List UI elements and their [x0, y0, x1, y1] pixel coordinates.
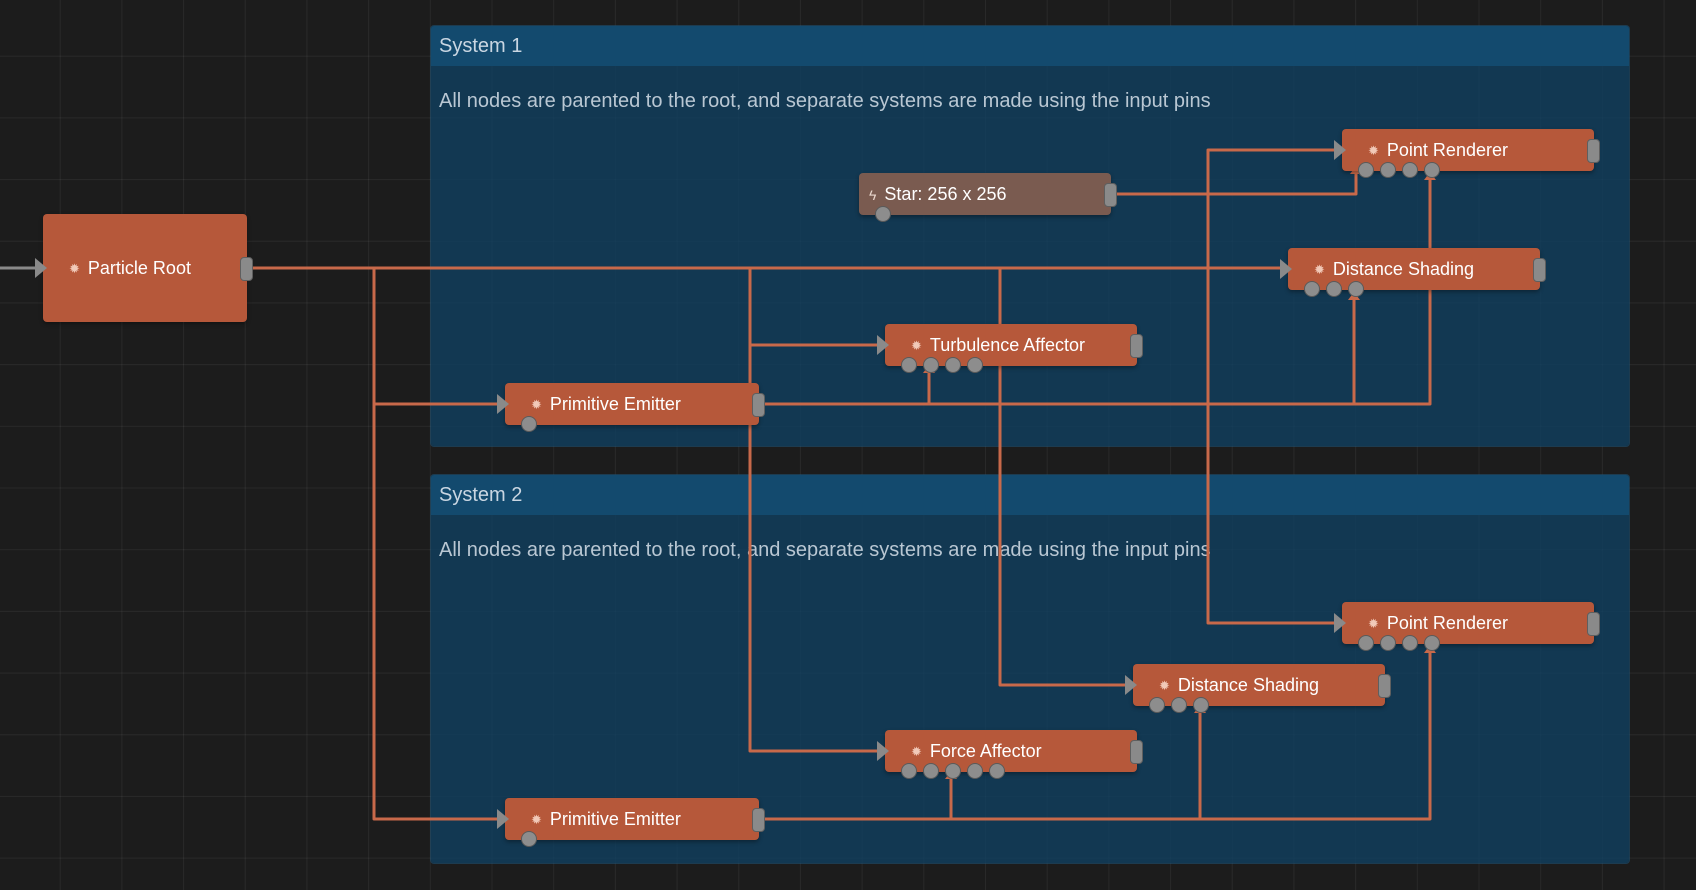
group-comment: All nodes are parented to the root, and …	[439, 539, 1211, 561]
node-s2-distance-shading[interactable]: ✹ Distance Shading	[1125, 664, 1391, 713]
output-pin[interactable]	[1587, 139, 1600, 163]
input-pin[interactable]	[1334, 140, 1346, 160]
property-pin[interactable]	[923, 357, 939, 373]
property-pin[interactable]	[967, 357, 983, 373]
property-pin[interactable]	[1424, 162, 1440, 178]
node-particle-root[interactable]: ✹ Particle Root	[35, 214, 253, 322]
property-pin[interactable]	[1326, 281, 1342, 297]
output-pin[interactable]	[752, 393, 765, 417]
property-pin[interactable]	[1402, 635, 1418, 651]
input-pin[interactable]	[497, 394, 509, 414]
property-pin[interactable]	[1171, 697, 1187, 713]
output-pin[interactable]	[1130, 740, 1143, 764]
property-pin[interactable]	[923, 763, 939, 779]
property-pin[interactable]	[945, 763, 961, 779]
property-pin[interactable]	[521, 416, 537, 432]
node-label: Distance Shading	[1177, 675, 1319, 695]
input-pin[interactable]	[1125, 675, 1137, 695]
lightning-icon: ϟ	[869, 187, 877, 203]
group-comment: All nodes are parented to the root, and …	[439, 90, 1211, 112]
node-s1-point-renderer[interactable]: ✹ Point Renderer	[1334, 129, 1600, 178]
node-label: Particle Root	[87, 258, 191, 278]
node-s2-point-renderer[interactable]: ✹ Point Renderer	[1334, 602, 1600, 651]
property-pin[interactable]	[1358, 635, 1374, 651]
output-pin[interactable]	[1104, 183, 1117, 207]
gear-icon: ✹	[1368, 616, 1379, 631]
property-pin[interactable]	[967, 763, 983, 779]
property-pin[interactable]	[901, 763, 917, 779]
node-s1-distance-shading[interactable]: ✹ Distance Shading	[1280, 248, 1546, 297]
node-label: Star: 256 x 256	[884, 184, 1007, 204]
output-pin[interactable]	[1587, 612, 1600, 636]
input-pin[interactable]	[497, 809, 509, 829]
input-pin[interactable]	[877, 741, 889, 761]
node-s1-turbulence-affector[interactable]: ✹ Turbulence Affector	[877, 324, 1143, 373]
gear-icon: ✹	[911, 744, 922, 759]
gear-icon: ✹	[531, 812, 542, 827]
group-title: System 2	[431, 475, 1629, 515]
node-s2-force-affector[interactable]: ✹ Force Affector	[877, 730, 1143, 779]
property-pin[interactable]	[1358, 162, 1374, 178]
input-pin[interactable]	[1334, 613, 1346, 633]
input-pin[interactable]	[1280, 259, 1292, 279]
gear-icon: ✹	[531, 397, 542, 412]
input-pin[interactable]	[35, 258, 47, 278]
gear-icon: ✹	[1159, 678, 1170, 693]
property-pin[interactable]	[875, 206, 891, 222]
output-pin[interactable]	[240, 257, 253, 281]
property-pin[interactable]	[1380, 635, 1396, 651]
node-star-texture[interactable]: ϟ Star: 256 x 256	[859, 173, 1117, 222]
node-label: Turbulence Affector	[929, 335, 1085, 355]
property-pin[interactable]	[901, 357, 917, 373]
node-s1-primitive-emitter[interactable]: ✹ Primitive Emitter	[497, 383, 765, 432]
property-pin[interactable]	[521, 831, 537, 847]
node-label: Primitive Emitter	[549, 394, 681, 414]
property-pin[interactable]	[1348, 281, 1364, 297]
output-pin[interactable]	[1130, 334, 1143, 358]
node-label: Force Affector	[929, 741, 1042, 761]
input-pin[interactable]	[877, 335, 889, 355]
gear-icon: ✹	[69, 261, 80, 276]
property-pin[interactable]	[989, 763, 1005, 779]
property-pin[interactable]	[1149, 697, 1165, 713]
gear-icon: ✹	[1368, 143, 1379, 158]
output-pin[interactable]	[752, 808, 765, 832]
node-label: Distance Shading	[1332, 259, 1474, 279]
property-pin[interactable]	[1380, 162, 1396, 178]
property-pin[interactable]	[1424, 635, 1440, 651]
property-pin[interactable]	[1304, 281, 1320, 297]
output-pin[interactable]	[1533, 258, 1546, 282]
property-pin[interactable]	[1402, 162, 1418, 178]
node-label: Primitive Emitter	[549, 809, 681, 829]
group-title: System 1	[431, 26, 1629, 66]
gear-icon: ✹	[911, 338, 922, 353]
gear-icon: ✹	[1314, 262, 1325, 277]
node-label: Point Renderer	[1386, 613, 1508, 633]
output-pin[interactable]	[1378, 674, 1391, 698]
node-s2-primitive-emitter[interactable]: ✹ Primitive Emitter	[497, 798, 765, 847]
property-pin[interactable]	[945, 357, 961, 373]
node-label: Point Renderer	[1386, 140, 1508, 160]
property-pin[interactable]	[1193, 697, 1209, 713]
